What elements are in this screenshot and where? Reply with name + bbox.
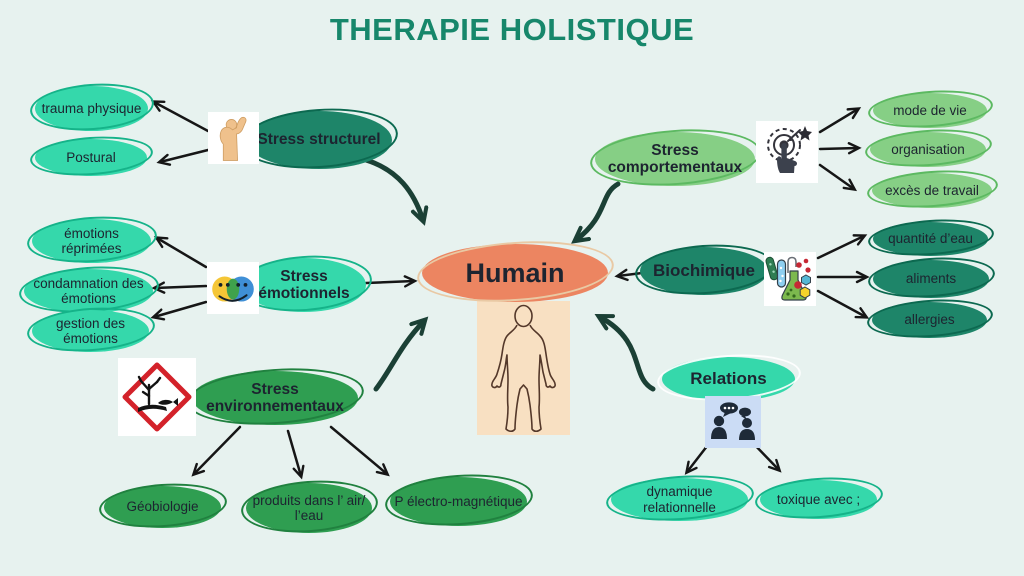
leaf-label: quantité d’eau bbox=[888, 231, 973, 247]
branch-label: Stress comportementaux bbox=[607, 141, 743, 176]
leaf-geobiologie: Géobiologie bbox=[104, 486, 221, 528]
leaf-exces-de-travail: excès de travail bbox=[872, 173, 992, 208]
leaf-toxique-avec: toxique avec ; bbox=[760, 480, 877, 519]
leaf-aliments: aliments bbox=[873, 260, 989, 298]
branch-stress-comportementaux: Stress comportementaux bbox=[595, 132, 755, 186]
branch-label: Stress émotionnels bbox=[258, 267, 350, 302]
leaf-produits-air-eau: produits dans l’ air/ l’eau bbox=[246, 483, 372, 533]
people-talking-icon bbox=[705, 396, 761, 448]
leaf-gestion-des-emotions: gestion des émotions bbox=[32, 310, 149, 352]
branch-stress-environnementaux: Stress environnementaux bbox=[192, 371, 358, 425]
leaf-condamnation-des-emotions: condamnation des émotions bbox=[24, 269, 153, 313]
leaf-label: produits dans l’ air/ l’eau bbox=[252, 492, 366, 523]
center-node-label: Humain bbox=[465, 257, 565, 288]
leaf-label: mode de vie bbox=[893, 102, 967, 118]
leaf-label: toxique avec ; bbox=[776, 491, 861, 507]
leaf-mode-de-vie: mode de vie bbox=[873, 93, 987, 128]
leaf-electromagnetique: P électro-magnétique bbox=[390, 477, 527, 526]
leaf-label: condamnation des émotions bbox=[33, 275, 144, 306]
muscle-icon bbox=[208, 112, 259, 164]
leaf-label: allergies bbox=[904, 312, 955, 328]
leaf-label: dynamique relationnelle bbox=[643, 484, 716, 515]
leaf-label: trauma physique bbox=[41, 100, 142, 116]
branch-label: Stress environnementaux bbox=[206, 380, 344, 415]
human-body-panel bbox=[477, 301, 570, 435]
click-target-icon bbox=[756, 121, 818, 183]
branch-label: Relations bbox=[690, 369, 767, 389]
leaf-allergies: allergies bbox=[872, 302, 987, 338]
leaf-organisation: organisation bbox=[870, 132, 986, 167]
leaf-label: Postural bbox=[66, 149, 116, 165]
branch-label: Stress structurel bbox=[257, 131, 381, 149]
branch-relations: Relations bbox=[662, 357, 795, 401]
leaf-label: excès de travail bbox=[885, 182, 979, 198]
sad-faces-icon bbox=[207, 262, 259, 314]
leaf-label: P électro-magnétique bbox=[394, 493, 523, 509]
leaf-label: aliments bbox=[905, 271, 957, 287]
leaf-label: organisation bbox=[891, 141, 965, 157]
page-title: THERAPIE HOLISTIQUE bbox=[329, 12, 695, 47]
leaf-trauma-physique: trauma physique bbox=[35, 86, 148, 131]
branch-stress-structurel: Stress structurel bbox=[246, 111, 392, 169]
leaf-postural: Postural bbox=[35, 139, 147, 176]
leaf-label: émotions réprimées bbox=[61, 225, 122, 256]
center-node-humain: Humain bbox=[422, 244, 608, 302]
leaf-quantite-eau: quantité d’eau bbox=[873, 222, 988, 256]
leaf-dynamique-relationnelle: dynamique relationnelle bbox=[611, 478, 748, 521]
branch-stress-emotionnels: Stress émotionnels bbox=[242, 258, 366, 312]
leaf-emotions-reprimees: émotions réprimées bbox=[32, 219, 151, 263]
branch-biochimique: Biochimique bbox=[640, 247, 768, 295]
environment-hazard-icon bbox=[118, 358, 196, 436]
human-outline-figure bbox=[491, 304, 556, 433]
leaf-label: Géobiologie bbox=[126, 499, 199, 515]
leaf-label: gestion des émotions bbox=[55, 315, 126, 346]
chemistry-icon bbox=[764, 252, 816, 306]
branch-label: Biochimique bbox=[652, 261, 755, 281]
